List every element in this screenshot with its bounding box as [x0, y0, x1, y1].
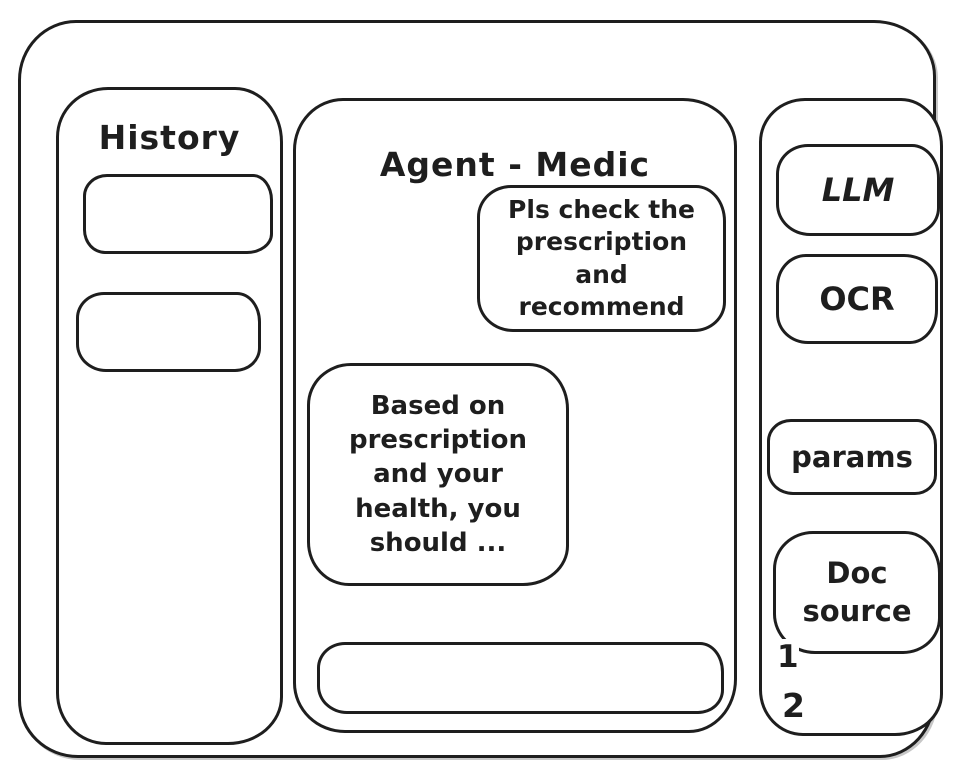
outer-frame: History Agent - Medic Pls check the pres… [18, 20, 943, 758]
user-message-bubble: Pls check the prescription and recommend [477, 185, 726, 332]
chat-panel: Agent - Medic Pls check the prescription… [293, 98, 737, 733]
message-input[interactable] [317, 642, 724, 714]
user-message-text: Pls check the prescription and recommend [508, 194, 695, 322]
doc-source-item-1: 1 [777, 639, 799, 675]
assistant-message-bubble: Based on prescription and your health, y… [307, 363, 569, 586]
assistant-message-text: Based on prescription and your health, y… [348, 390, 527, 558]
params-button[interactable]: params [767, 419, 937, 495]
history-item-2[interactable] [76, 292, 261, 372]
chat-title: Agent - Medic [379, 145, 651, 185]
history-title: History [98, 118, 241, 157]
history-panel: History [56, 87, 283, 745]
doc-source-button[interactable]: Doc source [773, 531, 941, 654]
tools-panel: LLM OCR params Doc source 1 2 [759, 98, 943, 736]
ocr-button[interactable]: OCR [776, 254, 938, 344]
llm-button[interactable]: LLM [776, 144, 940, 236]
history-item-1[interactable] [83, 174, 273, 254]
doc-source-item-2: 2 [782, 686, 805, 725]
